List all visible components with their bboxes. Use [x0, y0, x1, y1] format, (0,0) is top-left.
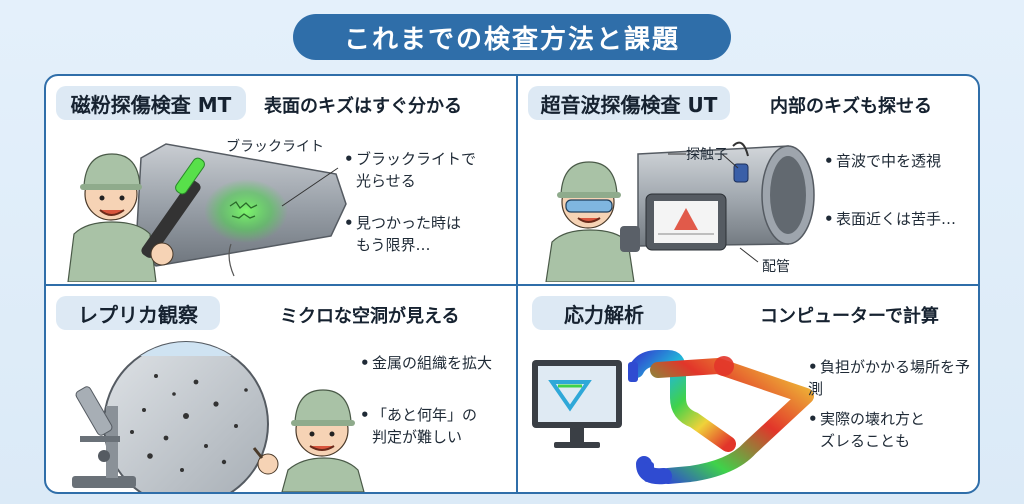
replica-inspector-uniform — [281, 457, 365, 492]
blacklight-icon — [141, 180, 201, 258]
methods-grid: 磁粉探傷検査 MT 表面のキズはすぐ分かる — [44, 74, 980, 494]
crack-line — [228, 243, 235, 277]
panel-replica: レプリカ観察 ミクロな空洞が見える — [46, 286, 512, 492]
probe-icon — [733, 163, 749, 183]
page-title: これまでの検査方法と課題 — [293, 14, 731, 60]
panel-ut: 超音波探傷検査 UT 内部のキズも探せる — [518, 76, 978, 282]
ut-illustration — [545, 141, 815, 282]
glow-spot — [204, 179, 288, 243]
ut-bullet-1: •音波で中を透視 — [824, 152, 942, 170]
stress-bullet-2: •実際の壊れ方と ズレることも — [808, 410, 926, 450]
goggles-icon — [565, 199, 613, 213]
ut-helmet-icon — [560, 161, 618, 195]
mt-subtitle: 表面のキズはすぐ分かる — [264, 96, 462, 117]
ut-bullet-2: •表面近くは苦手… — [824, 210, 957, 228]
probe-callout: 探触子 — [686, 147, 728, 163]
crack-pattern — [229, 201, 258, 219]
replica-bullet-2: •「あと何年」の 判定が難しい — [360, 406, 478, 446]
stress-label: 応力解析 — [532, 296, 676, 330]
replica-bullet-1: •金属の組織を拡大 — [360, 354, 493, 372]
handheld-icon — [620, 226, 640, 252]
stress-subtitle: コンピューターで計算 — [760, 306, 939, 327]
mt-label: 磁粉探傷検査 MT — [56, 86, 246, 120]
mt-bullet-2: •見つかった時は もう限界… — [344, 214, 462, 254]
blacklight-callout: ブラックライト — [226, 139, 324, 155]
microscope-icon — [72, 386, 136, 488]
inspector-uniform — [67, 221, 157, 282]
replica-illustration — [72, 341, 365, 492]
ut-subtitle: 内部のキズも探せる — [770, 96, 932, 117]
mt-bullet-1: •ブラックライトで 光らせる — [344, 150, 477, 190]
replica-subtitle: ミクロな空洞が見える — [280, 306, 460, 327]
pipe-heatmap — [628, 350, 814, 485]
stress-bullet-1: •負担がかかる場所を予測 — [808, 358, 971, 398]
replica-label: レプリカ観察 — [56, 296, 220, 330]
pipe-callout: 配管 — [762, 259, 790, 275]
mt-illustration — [67, 143, 347, 282]
pointing-hand — [257, 453, 279, 475]
panel-mt: 磁粉探傷検査 MT 表面のキズはすぐ分かる — [46, 76, 512, 282]
ut-label: 超音波探傷検査 UT — [528, 86, 730, 120]
stress-illustration — [532, 350, 814, 485]
horizontal-divider — [46, 284, 978, 286]
replica-helmet-icon — [294, 389, 352, 423]
callout-line — [281, 167, 339, 207]
monitor-icon — [532, 360, 622, 448]
helmet-icon — [83, 153, 141, 187]
panel-stress: 応力解析 コンピューターで計算 — [518, 286, 978, 492]
